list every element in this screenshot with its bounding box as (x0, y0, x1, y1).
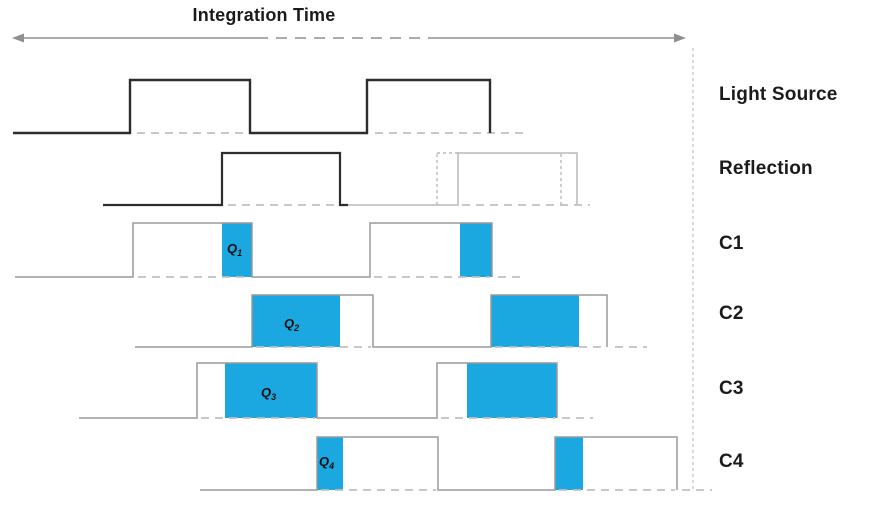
charge-fill-c4-2 (555, 437, 583, 490)
charge-fill-c1-1 (222, 223, 252, 277)
charge-fill-c1-2 (460, 223, 492, 277)
charge-fill-c3-2 (467, 363, 557, 418)
charge-fill-c2-1 (252, 295, 340, 347)
signal-label-light-source: Light Source (719, 84, 838, 105)
waveform-reflection-direct (103, 151, 348, 207)
charge-fill-c3-1 (225, 363, 317, 418)
waveform-c2 (135, 294, 608, 348)
signal-label-c3: C3 (719, 378, 744, 399)
waveform-light-source (13, 78, 492, 135)
waveform-c3 (79, 362, 558, 419)
arrowhead-left-icon (12, 33, 24, 43)
charge-fill-c4-1 (317, 437, 343, 490)
waveform-c4 (200, 436, 678, 491)
signal-label-c4: C4 (719, 451, 744, 472)
signal-label-reflection: Reflection (719, 158, 813, 179)
waveform-reflection-delayed (348, 152, 578, 206)
arrowhead-right-icon (674, 33, 686, 43)
diagram-title: Integration Time (192, 5, 336, 25)
waveform-c1 (15, 222, 493, 278)
signal-label-c2: C2 (719, 303, 744, 324)
charge-fill-c2-2 (491, 295, 579, 347)
signal-label-c1: C1 (719, 233, 744, 254)
